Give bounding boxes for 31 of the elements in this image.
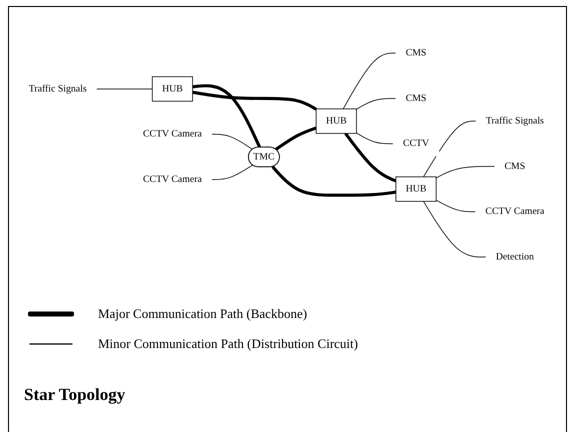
node-text: Traffic Signals	[28, 83, 87, 94]
connector	[356, 132, 394, 144]
connector	[96, 88, 153, 90]
connector	[192, 84, 262, 148]
node-box: HUB	[396, 176, 437, 202]
node-text: CMS	[504, 160, 526, 172]
legend-label: Minor Communication Path (Distribution Circuit)	[98, 336, 358, 352]
diagram-title: Star Topology	[24, 385, 126, 405]
connector	[342, 52, 396, 110]
node-text: CCTV Camera	[143, 174, 202, 184]
node-text: CCTV	[402, 138, 430, 149]
connector	[356, 98, 396, 110]
connector	[271, 166, 396, 197]
connector	[211, 134, 253, 150]
node-text: CCTV Camera	[143, 128, 202, 140]
node-text: CMS	[406, 48, 426, 58]
connector	[192, 90, 317, 110]
connector	[344, 132, 396, 182]
node-text: CCTV Camera	[485, 206, 544, 217]
connector	[436, 200, 476, 212]
node-text: Detection	[496, 251, 534, 262]
connector	[211, 164, 253, 180]
node-box: HUB	[152, 76, 193, 102]
node-text: CMS	[406, 92, 426, 104]
connector	[423, 200, 486, 258]
node-text: Traffic Signals	[486, 116, 544, 126]
connector	[423, 120, 476, 178]
connector	[436, 166, 496, 178]
node-box: HUB	[316, 108, 357, 134]
connector	[275, 126, 317, 151]
legend-label: Major Communication Path (Backbone)	[98, 306, 308, 322]
